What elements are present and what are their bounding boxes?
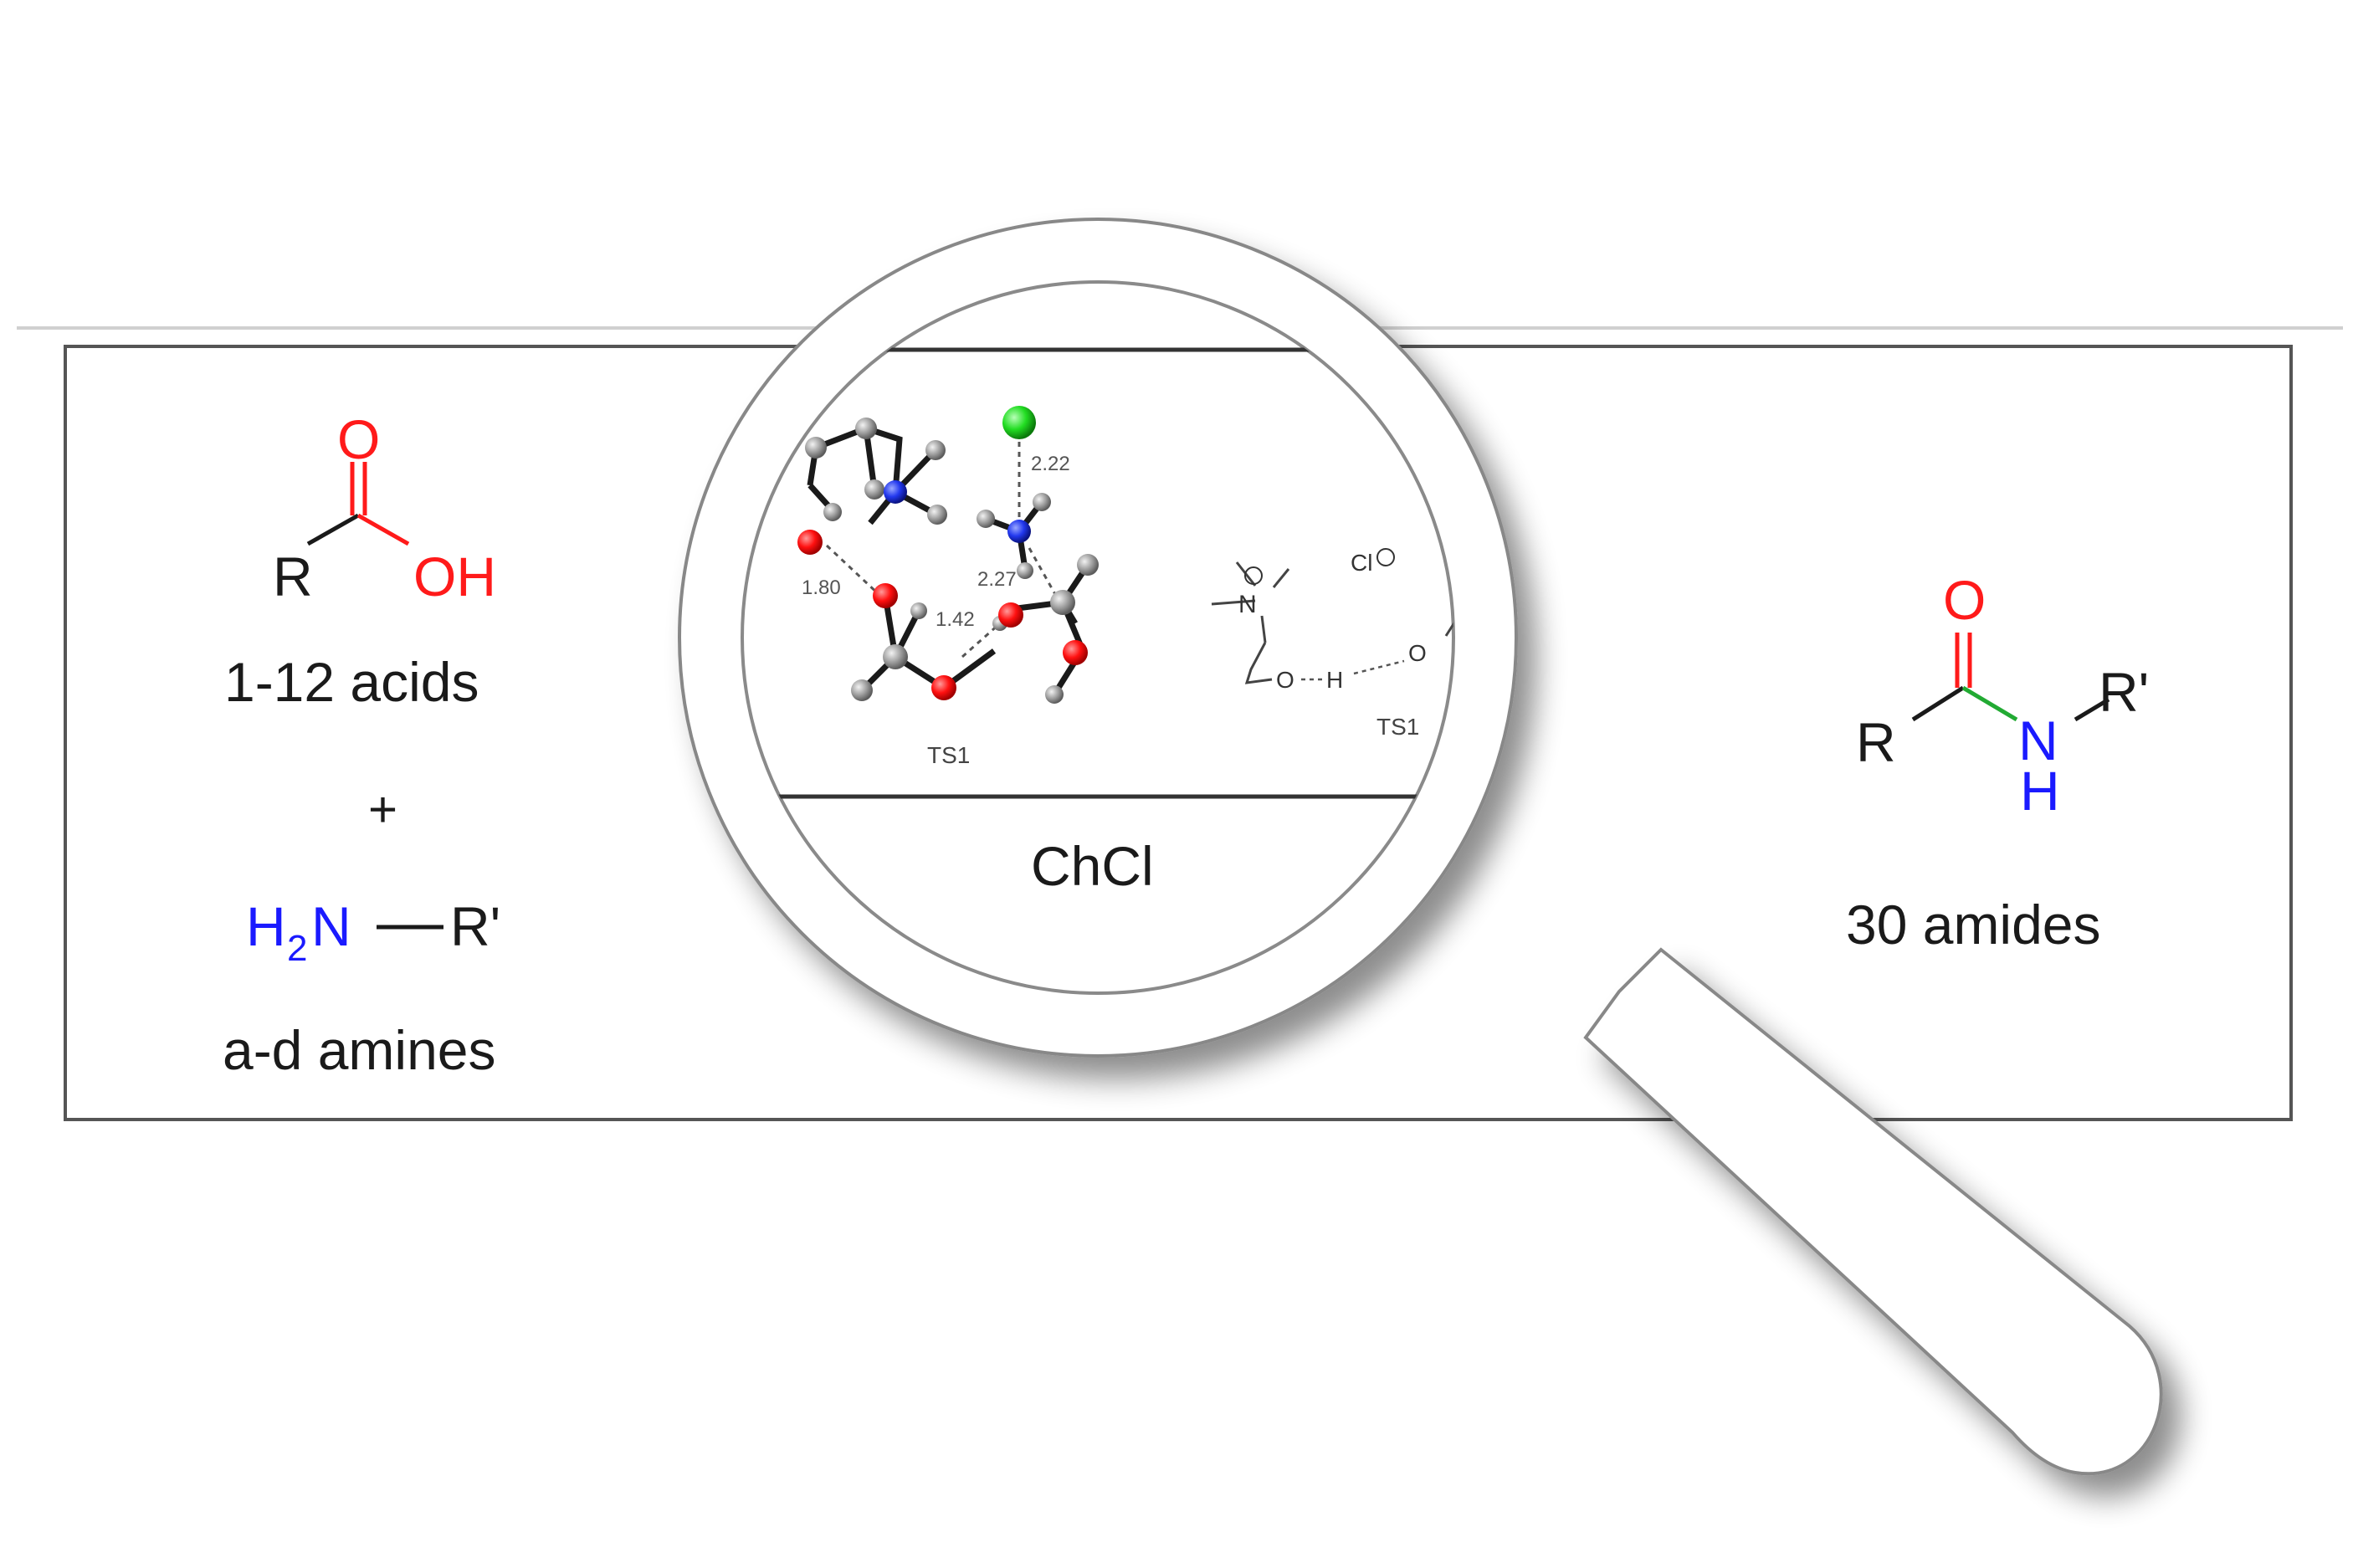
- amide-o-label: O: [1943, 569, 1986, 631]
- ts1-3d-model: 1.80 1.42 2.22 2.27 TS1: [797, 406, 1099, 768]
- amine-n-label: N: [311, 895, 351, 957]
- positive-charge-icon: [1244, 566, 1263, 585]
- amide-r-label: R: [1856, 711, 1896, 773]
- carboxylic-acid-structure: R O OH: [273, 408, 496, 607]
- acid-carbonyl-o-label: O: [337, 408, 380, 470]
- amine-h-label: H: [246, 895, 286, 957]
- amide-h-label: H: [2020, 760, 2060, 822]
- ts1-label-3d: TS1: [927, 742, 970, 768]
- magnifier-handle: [1583, 947, 2163, 1476]
- amine-r-label: R': [450, 895, 500, 957]
- scheme-cl: Cl: [1351, 550, 1372, 576]
- acid-r-label: R: [273, 546, 313, 607]
- amide-structure: R O N H R': [1856, 569, 2149, 822]
- distance-label-4: 2.27: [977, 568, 1017, 591]
- amine-h-subscript: 2: [287, 928, 307, 969]
- left-panel: R O OH 1-12 acids + H 2 N R' a-d amines: [223, 408, 500, 1081]
- amide-r-prime-label: R': [2099, 661, 2149, 723]
- negative-charge-icon: [1376, 548, 1395, 566]
- amides-count-label: 30 amides: [1846, 894, 2101, 956]
- scheme-o1: O: [1276, 667, 1294, 693]
- lens-content: 1.80 1.42 2.22 2.27 TS1: [742, 347, 1453, 897]
- amines-count-label: a-d amines: [223, 1019, 496, 1081]
- scheme-h1: H: [1326, 667, 1343, 693]
- distance-label-3: 2.22: [1031, 453, 1070, 475]
- distance-label-2: 1.42: [936, 608, 975, 631]
- amine-structure: H 2 N R': [246, 895, 500, 969]
- acid-hydroxyl-label: OH: [413, 546, 496, 607]
- scheme-n-plus: N: [1238, 591, 1257, 618]
- magnifier-inner-rim: [741, 280, 1455, 995]
- amide-n-label: N: [2018, 710, 2058, 771]
- acids-count-label: 1-12 acids: [224, 651, 479, 713]
- ts1-mechanism-scheme: N O H Cl O O H O O H H H N TS1: [1211, 476, 1453, 740]
- right-panel: R O N H R' 30 amides: [1846, 569, 2149, 956]
- scheme-o2: O: [1408, 640, 1427, 666]
- ts1-label-scheme: TS1: [1376, 714, 1419, 740]
- distance-label-1: 1.80: [802, 576, 841, 599]
- plus-sign: +: [368, 781, 397, 838]
- chcl-label: ChCl: [1031, 835, 1154, 897]
